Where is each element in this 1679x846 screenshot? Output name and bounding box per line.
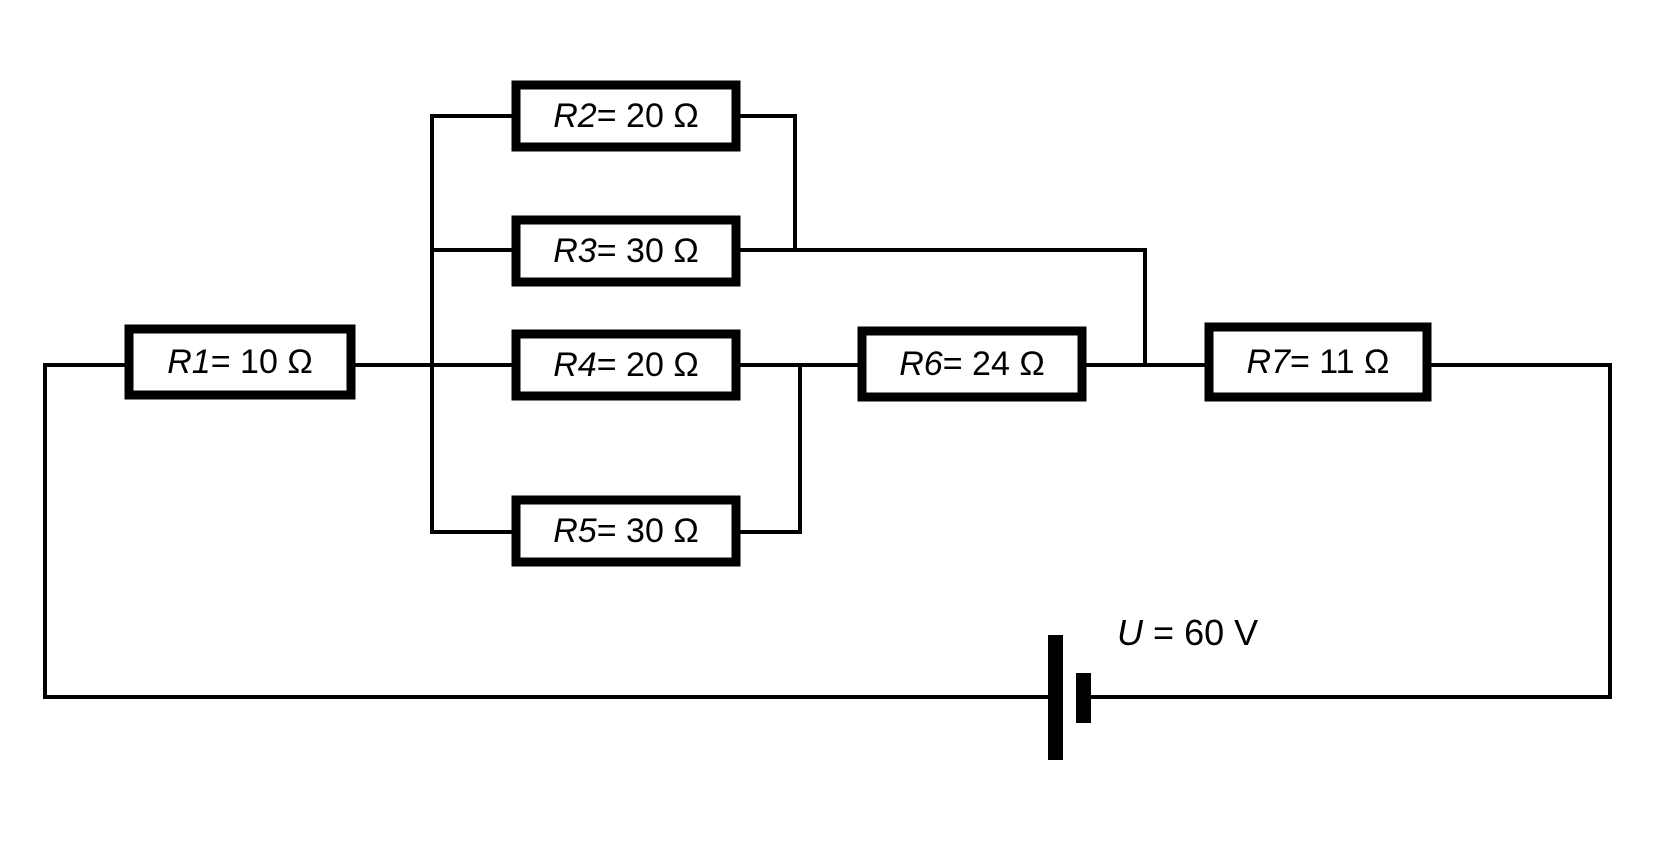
resistor-body-r2[interactable] bbox=[511, 80, 741, 152]
source-symbol: U bbox=[1117, 612, 1143, 653]
resistor-body-r3[interactable] bbox=[511, 215, 741, 287]
source-label: U = 60 V bbox=[1117, 612, 1258, 654]
resistor-body-r1[interactable] bbox=[124, 324, 356, 400]
battery-positive-plate bbox=[1048, 635, 1063, 760]
source-unit: V bbox=[1234, 612, 1259, 653]
resistor-body-r5[interactable] bbox=[511, 495, 741, 567]
resistor-body-r4[interactable] bbox=[511, 329, 741, 401]
resistor-body-r6[interactable] bbox=[857, 326, 1087, 402]
source-value: 60 bbox=[1184, 612, 1225, 653]
battery-negative-plate bbox=[1076, 673, 1091, 723]
resistor-body-r7[interactable] bbox=[1204, 322, 1432, 402]
source-equals: = bbox=[1153, 612, 1175, 653]
